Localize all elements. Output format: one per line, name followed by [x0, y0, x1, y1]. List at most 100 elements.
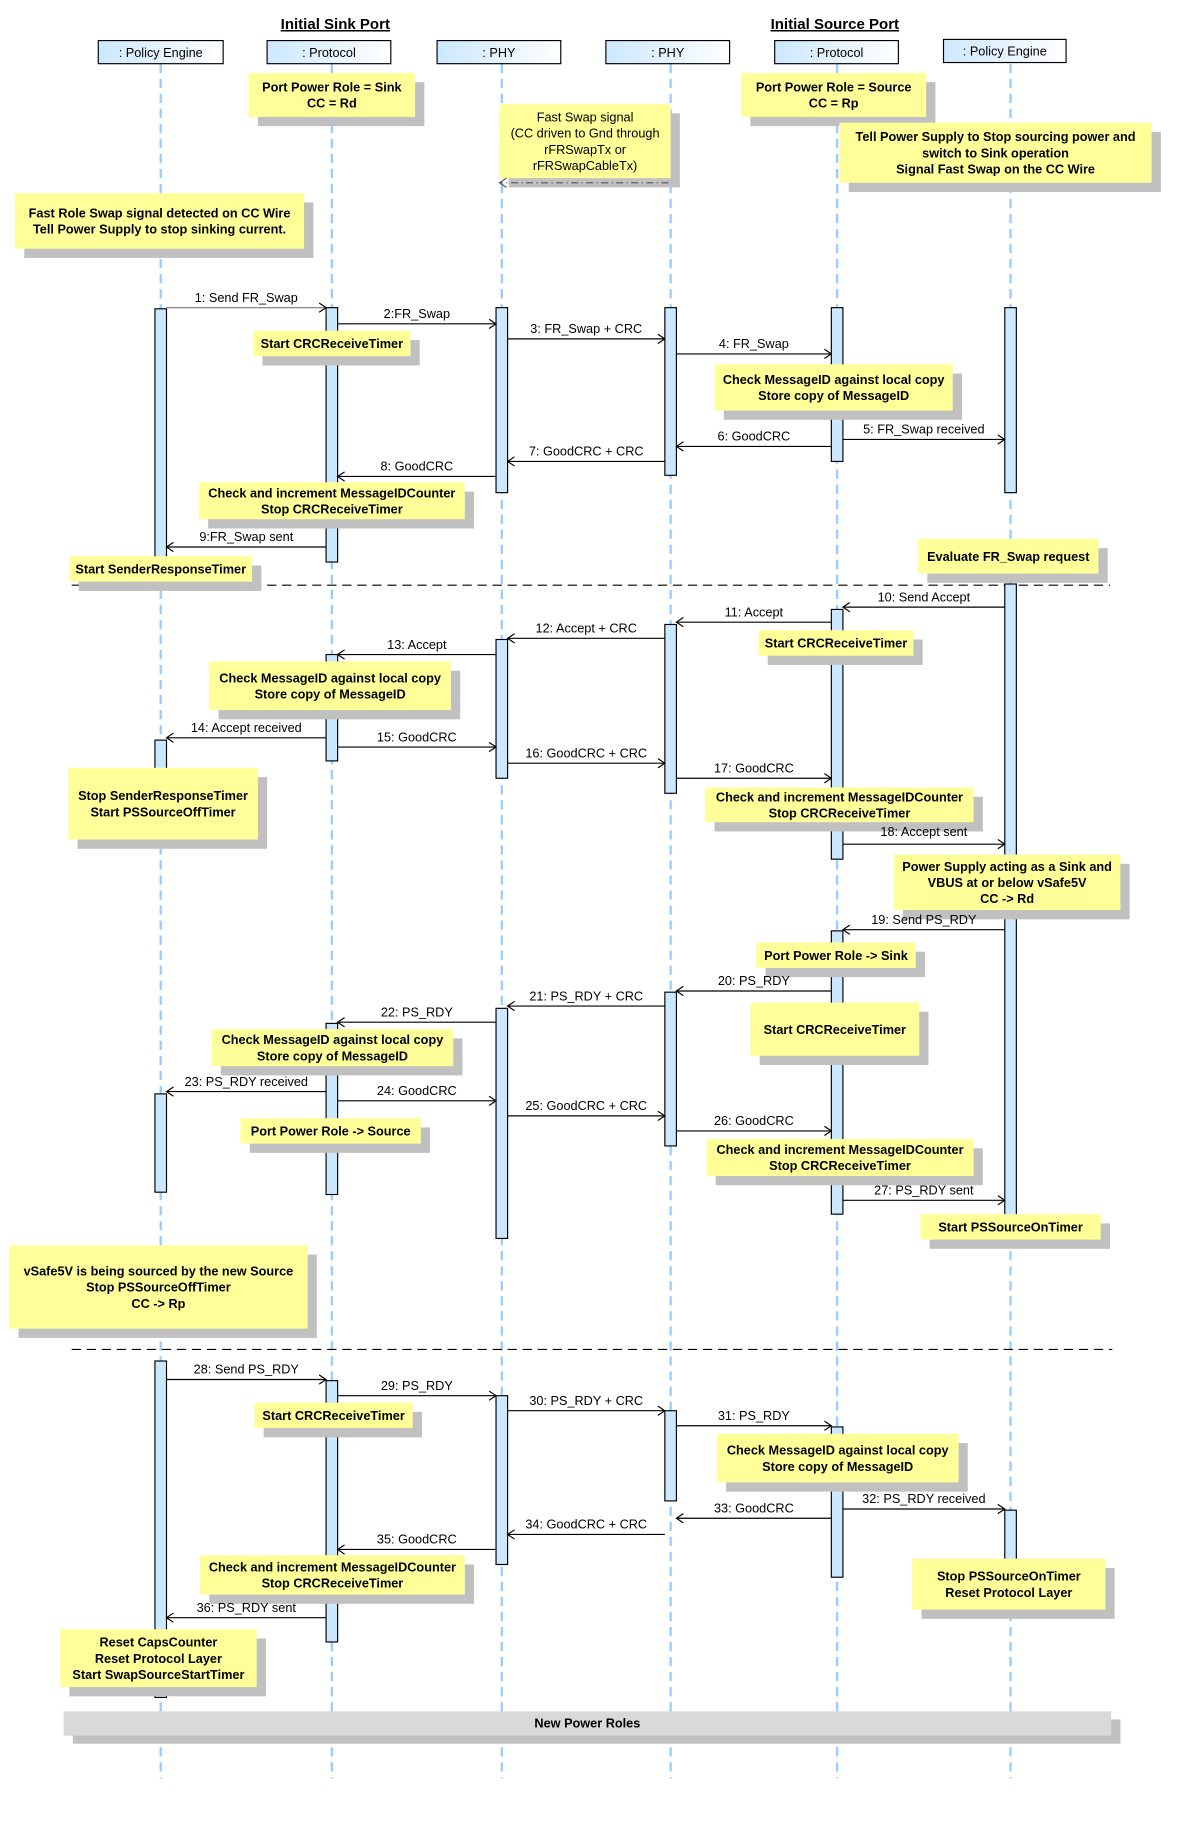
- message-label: 10: Send Accept: [878, 589, 971, 604]
- message-arrow: 13: Accept: [336, 637, 497, 660]
- note-line: Store copy of MessageID: [758, 388, 909, 403]
- message-label: 23: PS_RDY received: [185, 1074, 308, 1089]
- note: Start CRCReceiveTimer: [758, 630, 923, 665]
- lifeline-header: : Policy Engine: [942, 38, 1067, 64]
- note-line: Port Power Role -> Source: [251, 1124, 411, 1139]
- message-arrow: 23: PS_RDY received: [165, 1074, 327, 1097]
- note-line: Reset Protocol Layer: [945, 1585, 1072, 1600]
- lifeline-headers: : Policy Engine : Protocol : PHY : PHY : Pro…: [97, 38, 1067, 65]
- lifeline-label: : PHY: [651, 45, 685, 60]
- message-arrow: 29: PS_RDY: [337, 1378, 498, 1401]
- activation-bar: [495, 1395, 509, 1566]
- note-line: CC = Rp: [809, 96, 859, 111]
- lifeline-header: : Protocol: [266, 39, 392, 65]
- message-arrow: 9:FR_Swap sent: [165, 529, 327, 553]
- message-arrow: 24: GoodCRC: [337, 1083, 498, 1106]
- new-power-roles-banner: New Power Roles: [63, 1711, 1121, 1744]
- message-label: 26: GoodCRC: [714, 1113, 794, 1128]
- message-arrow: 8: GoodCRC: [336, 459, 497, 482]
- message-label: 18: Accept sent: [880, 824, 967, 839]
- message-arrow: 34: GoodCRC + CRC: [506, 1517, 665, 1540]
- message-label: 32: PS_RDY received: [862, 1491, 985, 1506]
- message-label: 6: GoodCRC: [718, 429, 791, 444]
- message-arrow: 22: PS_RDY: [336, 1004, 497, 1028]
- note: Fast Swap signal(CC driven to Gnd throug…: [499, 104, 680, 188]
- lifeline-label: : PHY: [482, 45, 516, 60]
- message-arrow: 3: FR_Swap + CRC: [507, 321, 666, 344]
- message-arrow: 6: GoodCRC: [675, 429, 832, 452]
- lifeline-label: : Policy Engine: [119, 45, 203, 60]
- note-line: Stop CRCReceiveTimer: [769, 806, 911, 821]
- note: Check and increment MessageIDCounterStop…: [705, 787, 983, 832]
- message-arrow: 21: PS_RDY + CRC: [506, 988, 665, 1012]
- lifeline-header: : Protocol: [774, 39, 899, 65]
- message-label: 28: Send PS_RDY: [194, 1362, 300, 1377]
- message-label: 7: GoodCRC + CRC: [529, 444, 644, 459]
- note-line: Fast Swap signal: [537, 110, 634, 125]
- activation-bar: [154, 739, 168, 774]
- note: Check and increment MessageIDCounterStop…: [198, 482, 475, 529]
- note-line: Check and increment MessageIDCounter: [209, 1559, 456, 1574]
- message-arrow: 15: GoodCRC: [337, 729, 498, 753]
- lifeline-label: : Policy Engine: [963, 44, 1047, 59]
- note-line: VBUS at or below vSafe5V: [928, 875, 1087, 890]
- activation-bar: [325, 1022, 339, 1196]
- note-line: Stop CRCReceiveTimer: [262, 1576, 404, 1591]
- note: Port Power Role = Source CC = Rp: [741, 72, 936, 127]
- note-line: Reset Protocol Layer: [95, 1651, 222, 1666]
- message-label: 35: GoodCRC: [377, 1532, 457, 1547]
- note-line: Stop PSSourceOnTimer: [937, 1569, 1081, 1584]
- group-title-source: Initial Source Port: [771, 16, 900, 33]
- message-label: 33: GoodCRC: [714, 1500, 794, 1515]
- message-arrow: 12: Accept + CRC: [506, 621, 665, 644]
- message-label: 17: GoodCRC: [714, 760, 794, 775]
- note-line: Stop SenderResponseTimer: [78, 788, 248, 803]
- message-arrow: 19: Send PS_RDY: [841, 912, 1005, 935]
- note-line: Check and increment MessageIDCounter: [208, 485, 455, 500]
- message-arrow: 5: FR_Swap received: [842, 422, 1006, 445]
- arrowhead: [498, 177, 507, 188]
- note-line: Port Power Role = Sink: [262, 79, 402, 94]
- message-arrow: 1: Send FR_Swap: [166, 290, 328, 313]
- activation-bar: [495, 638, 509, 779]
- note: Start PSSourceOnTimer: [920, 1214, 1110, 1249]
- message-label: 5: FR_Swap received: [863, 422, 984, 437]
- note-line: Start SwapSourceStartTimer: [72, 1667, 244, 1682]
- note-line: Port Power Role -> Sink: [764, 948, 909, 963]
- note-line: Port Power Role = Source: [756, 79, 912, 94]
- note: Check MessageID against local copyStore …: [716, 1433, 968, 1492]
- message-arrow: 17: GoodCRC: [676, 760, 833, 784]
- message-label: 29: PS_RDY: [381, 1378, 454, 1393]
- note-line: Store copy of MessageID: [255, 686, 406, 701]
- activation-bar: [495, 307, 509, 494]
- note-line: Start PSSourceOnTimer: [938, 1220, 1083, 1235]
- message-label: 4: FR_Swap: [719, 336, 789, 351]
- message-label: 15: GoodCRC: [377, 729, 457, 744]
- group-title-sink: Initial Sink Port: [281, 16, 390, 33]
- message-label: 14: Accept received: [191, 720, 302, 735]
- note-line: (CC driven to Gnd through: [511, 126, 660, 141]
- message-arrow: 10: Send Accept: [841, 589, 1005, 613]
- message-arrow: 14: Accept received: [165, 720, 327, 743]
- note: Start CRCReceiveTimer: [750, 1002, 929, 1065]
- message-arrow: 4: FR_Swap: [676, 336, 833, 360]
- activation-bar: [154, 1360, 168, 1699]
- note-line: CC -> Rp: [131, 1296, 185, 1311]
- message-arrow: 31: PS_RDY: [676, 1408, 833, 1431]
- message-arrow: 36: PS_RDY sent: [165, 1600, 327, 1623]
- message-label: 11: Accept: [725, 604, 784, 619]
- note: Start CRCReceiveTimer: [253, 330, 420, 366]
- note-line: Evaluate FR_Swap request: [927, 549, 1090, 564]
- lifeline-label: : Protocol: [302, 45, 356, 60]
- lifeline-header: : PHY: [436, 39, 562, 65]
- note: Check MessageID against local copyStore …: [209, 661, 461, 720]
- message-arrow: 25: GoodCRC + CRC: [507, 1098, 666, 1121]
- activation-bar: [830, 608, 844, 860]
- message-label: 36: PS_RDY sent: [197, 1600, 297, 1615]
- note-line: Check MessageID against local copy: [727, 1443, 949, 1458]
- note: Start SenderResponseTimer: [69, 556, 262, 591]
